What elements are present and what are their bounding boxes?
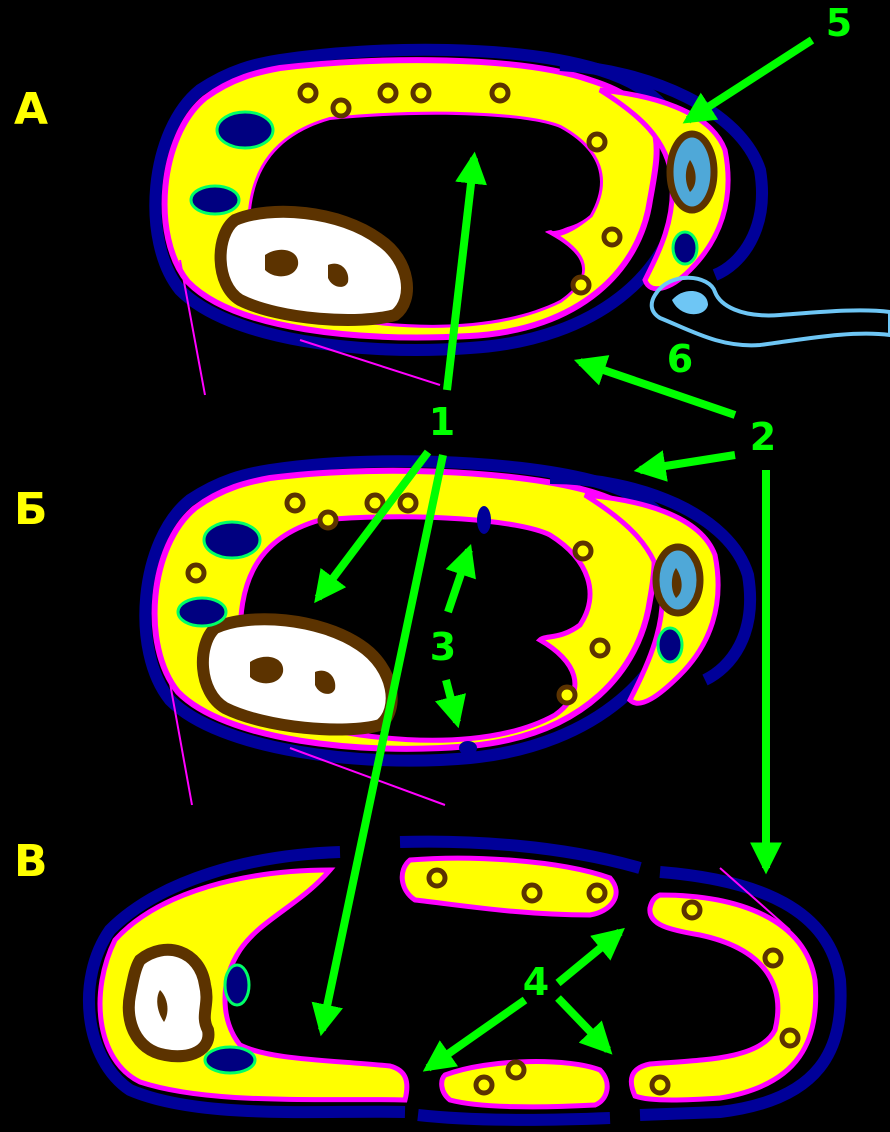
label-1: 1 bbox=[429, 400, 455, 444]
arrow-5 bbox=[688, 40, 812, 120]
nucleus-v bbox=[129, 950, 209, 1056]
vesicle-v2 bbox=[205, 1047, 255, 1073]
vesicle-a2 bbox=[191, 186, 239, 214]
arrow-4-downleft bbox=[428, 1000, 525, 1068]
vesicle-b1 bbox=[204, 522, 260, 558]
nerve-axon bbox=[672, 291, 708, 314]
label-5: 5 bbox=[826, 1, 852, 45]
endothelial-segment-v3 bbox=[631, 895, 815, 1100]
label-6: 6 bbox=[667, 337, 693, 381]
vesicle-v1 bbox=[225, 965, 249, 1005]
basal-lamina-v-bottom bbox=[418, 1115, 610, 1120]
vesicle-b2 bbox=[178, 598, 226, 626]
arrow-2-a bbox=[580, 362, 735, 415]
pericyte-vesicle-b bbox=[658, 628, 682, 662]
panel-label-b: Б bbox=[14, 484, 48, 535]
arrow-4-downright bbox=[558, 998, 608, 1050]
arrow-4-upright bbox=[558, 932, 620, 983]
arrow-2-b bbox=[640, 455, 735, 470]
fenestra-b2 bbox=[459, 741, 477, 755]
panel-label-a: А bbox=[14, 84, 48, 135]
panel-labels: А Б В bbox=[14, 84, 48, 887]
panel-label-v: В bbox=[14, 836, 48, 887]
chromatin-a1 bbox=[265, 250, 298, 277]
chromatin-b1 bbox=[250, 657, 283, 684]
label-2: 2 bbox=[750, 415, 776, 459]
capillary-sinusoidal bbox=[89, 842, 841, 1120]
capillary-continuous bbox=[155, 50, 890, 395]
label-4: 4 bbox=[523, 960, 549, 1004]
fenestra-b1 bbox=[477, 506, 491, 534]
pericyte-vesicle-a bbox=[673, 232, 697, 264]
vesicle-a1 bbox=[217, 112, 273, 148]
label-3: 3 bbox=[430, 625, 456, 669]
